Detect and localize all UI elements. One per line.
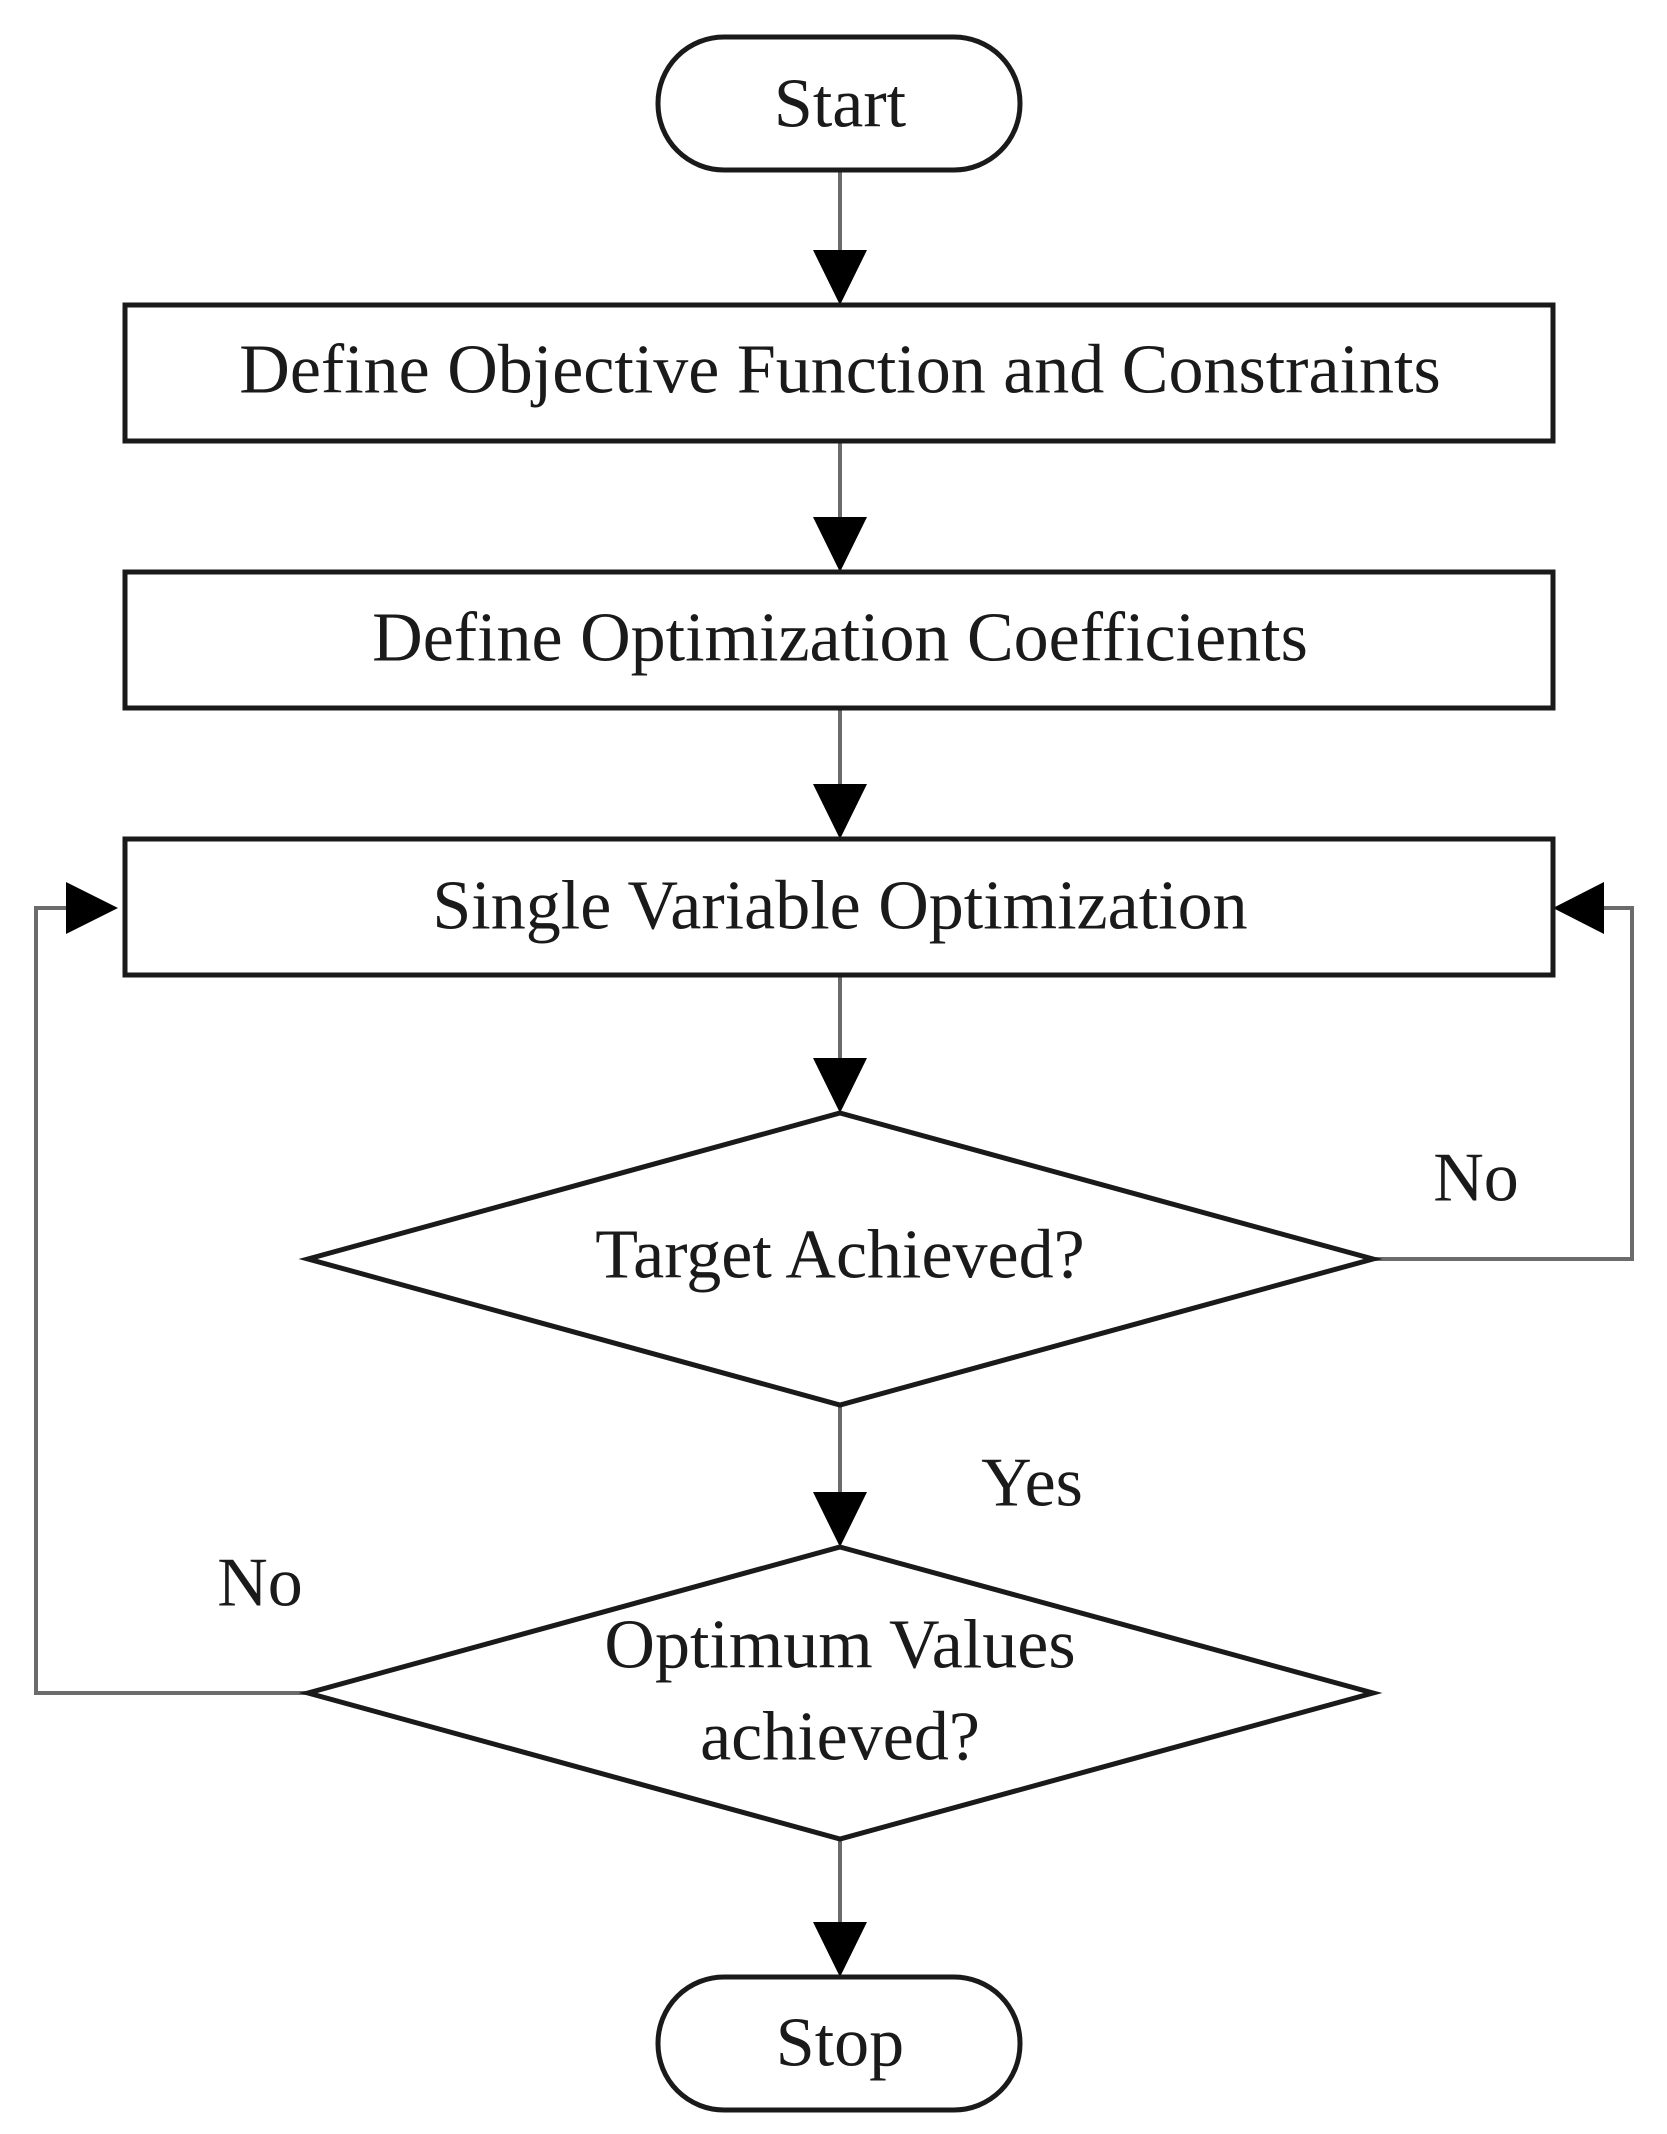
arrowhead-coefficients [813,517,867,572]
arrowhead-target-no [1553,882,1604,934]
stop-node: Stop [655,1974,1023,2113]
arrowhead-objective [813,250,867,305]
define-coefficients-box [122,569,1556,711]
target-yes-label: Yes [981,1445,1083,1522]
arrowhead-target [813,1058,867,1113]
single-variable-node: Single Variable Optimization [122,836,1556,978]
define-objective-node: Define Objective Function and Constraint… [122,302,1556,444]
start-terminal [655,34,1023,173]
optimum-values-decision [298,1544,1383,1842]
start-node: Start [655,34,1023,173]
target-achieved-node: Target Achieved? [298,1110,1383,1408]
optimum-no-label: No [217,1545,303,1622]
define-coefficients-label: Define Optimization Coefficients [372,600,1308,677]
edge-optimum-no-loop [34,906,308,1695]
edge-target-no-loop [1373,906,1634,1261]
arrowhead-optimum [813,1492,867,1547]
optimum-values-node: Optimum Values achieved? [298,1544,1383,1842]
single-variable-label: Single Variable Optimization [432,868,1247,945]
define-objective-box [122,302,1556,444]
target-achieved-label: Target Achieved? [595,1217,1084,1294]
arrowhead-optimum-no [66,882,118,934]
define-coefficients-node: Define Optimization Coefficients [122,569,1556,711]
stop-label: Stop [776,2005,904,2082]
single-variable-box [122,836,1556,978]
arrowhead-single [813,784,867,839]
optimum-values-label-line2: achieved? [700,1699,980,1776]
arrowhead-stop [813,1922,867,1977]
connectors [34,170,1634,1977]
optimum-values-label-line1: Optimum Values [604,1607,1075,1684]
stop-terminal [655,1974,1023,2113]
target-no-label: No [1433,1140,1519,1217]
start-label: Start [774,66,907,143]
target-achieved-decision [298,1110,1383,1408]
define-objective-label: Define Objective Function and Constraint… [239,332,1440,409]
